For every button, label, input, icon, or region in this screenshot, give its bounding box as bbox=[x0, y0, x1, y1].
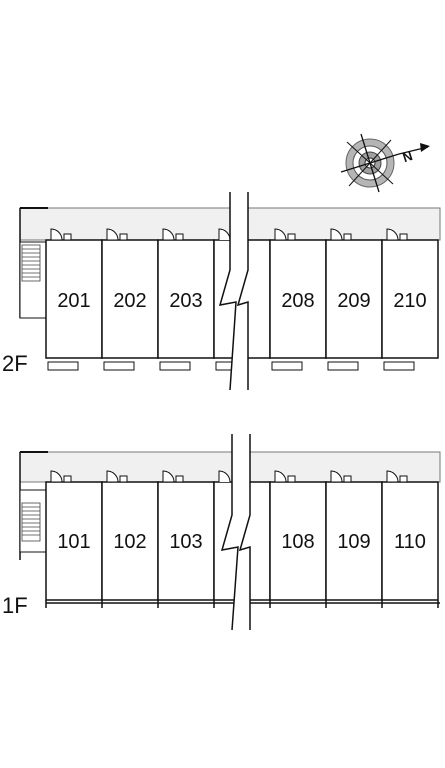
floor-label: 2F bbox=[2, 351, 28, 376]
door-icon bbox=[218, 470, 231, 483]
unit-box: 203 bbox=[157, 228, 215, 371]
unit-label: 102 bbox=[113, 531, 146, 553]
unit-box: 109 bbox=[325, 470, 383, 601]
corridor bbox=[19, 451, 441, 483]
unit-label: 201 bbox=[57, 290, 90, 312]
floor-2f: 201 202 203 bbox=[2, 192, 441, 391]
floor-1f: 101 102 103 bbox=[2, 434, 441, 631]
unit-box: 108 bbox=[269, 470, 327, 601]
door-icon bbox=[386, 228, 408, 241]
break-symbol bbox=[218, 192, 249, 391]
door-icon bbox=[106, 470, 128, 483]
door-icon bbox=[50, 470, 72, 483]
unit-box: 210 bbox=[381, 228, 439, 371]
door-icon bbox=[330, 470, 352, 483]
compass-icon: N bbox=[340, 133, 430, 193]
door-icon bbox=[386, 470, 408, 483]
unit-label: 202 bbox=[113, 290, 146, 312]
unit-label: 210 bbox=[393, 290, 426, 312]
unit-box: 202 bbox=[101, 228, 159, 371]
unit-label: 203 bbox=[169, 290, 202, 312]
door-icon bbox=[50, 228, 72, 241]
unit-box: 208 bbox=[269, 228, 327, 371]
door-icon bbox=[162, 228, 184, 241]
unit-label: 101 bbox=[57, 531, 90, 553]
door-icon bbox=[274, 470, 296, 483]
unit-box: 101 bbox=[45, 470, 103, 601]
unit-box: 209 bbox=[325, 228, 383, 371]
unit-label: 108 bbox=[281, 531, 314, 553]
door-icon bbox=[274, 228, 296, 241]
break-symbol bbox=[220, 434, 251, 631]
floor-label: 1F bbox=[2, 593, 28, 618]
unit-label: 110 bbox=[394, 531, 426, 553]
door-icon bbox=[162, 470, 184, 483]
unit-label: 109 bbox=[337, 531, 370, 553]
unit-box: 201 bbox=[45, 228, 103, 371]
staircase bbox=[19, 241, 47, 319]
unit-box: 103 bbox=[157, 470, 215, 601]
unit-label: 209 bbox=[337, 290, 370, 312]
unit-label: 103 bbox=[169, 531, 202, 553]
door-icon bbox=[106, 228, 128, 241]
staircase bbox=[19, 489, 47, 553]
unit-label: 208 bbox=[281, 290, 314, 312]
unit-box: 102 bbox=[101, 470, 159, 601]
unit-box: 110 bbox=[381, 470, 439, 601]
compass-north-label: N bbox=[401, 148, 415, 165]
door-icon bbox=[330, 228, 352, 241]
